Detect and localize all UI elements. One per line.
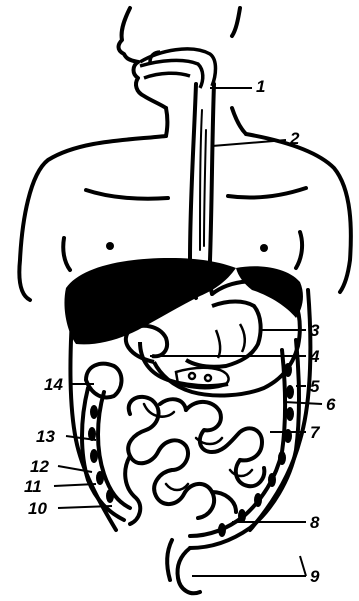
liver	[64, 258, 236, 344]
label-8: 8	[310, 513, 320, 532]
label-5: 5	[310, 377, 320, 396]
label-4: 4	[309, 347, 320, 366]
label-7: 7	[310, 423, 321, 442]
liver-right-lobe	[236, 266, 303, 318]
small-intestine	[125, 397, 264, 524]
label-12: 12	[30, 457, 49, 476]
label-10: 10	[28, 499, 47, 518]
oral-cavity	[140, 49, 216, 88]
label-2: 2	[289, 129, 300, 148]
nipples	[106, 242, 268, 252]
label-11: 11	[24, 477, 42, 496]
label-14: 14	[44, 375, 63, 394]
label-3: 3	[310, 321, 320, 340]
label-1: 1	[256, 77, 265, 96]
head-profile	[119, 8, 247, 136]
label-9: 9	[310, 567, 320, 586]
label-13: 13	[36, 427, 55, 446]
label-6: 6	[326, 395, 336, 414]
